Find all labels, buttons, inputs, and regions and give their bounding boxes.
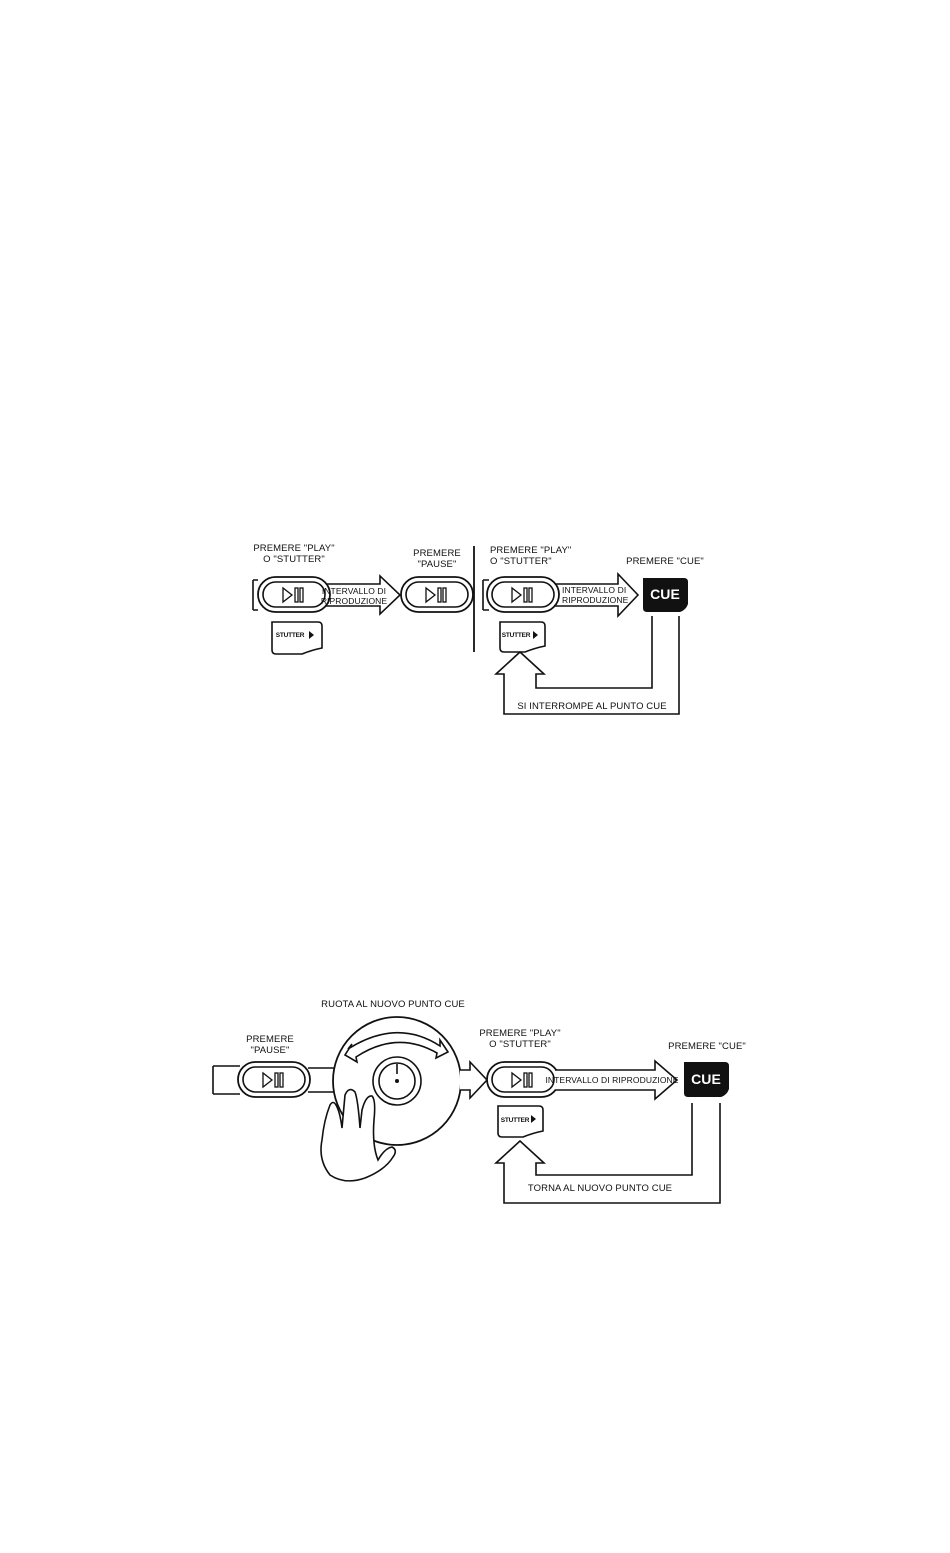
label-playback-interval-2: INTERVALLO DI RIPRODUZIONE <box>562 585 628 605</box>
label-line: INTERVALLO DI <box>321 586 387 596</box>
label-press-play-stutter: PREMERE "PLAY" O "STUTTER" <box>253 543 334 565</box>
label-press-play-stutter-2: PREMERE "PLAY" O "STUTTER" <box>490 545 571 567</box>
label-line: INTERVALLO DI <box>562 585 627 595</box>
stutter-button-1 <box>271 621 323 655</box>
label-line: RIPRODUZIONE <box>320 596 388 606</box>
label-line: O "STUTTER" <box>263 554 325 565</box>
label-line: PREMERE "PLAY" <box>479 1028 561 1039</box>
label-playback-interval: INTERVALLO DI RIPRODUZIONE <box>321 586 387 606</box>
label-line: "PAUSE" <box>417 559 457 570</box>
label-press-cue-2: PREMERE "CUE" <box>668 1041 746 1052</box>
label-line: O "STUTTER" <box>490 556 552 567</box>
play-pause-button-1-inner <box>262 581 326 608</box>
label-playback-interval-3: INTERVALLO DI RIPRODUZIONE <box>545 1075 679 1085</box>
play-pause-button-2-inner <box>405 581 469 608</box>
jog-wheel-hub <box>372 1056 422 1106</box>
stutter-button-3 <box>497 1105 544 1138</box>
label-press-pause: PREMERE "PAUSE" <box>413 548 461 570</box>
stutter-label-1: STUTTER <box>275 632 305 639</box>
cue-label-2: CUE <box>691 1071 721 1087</box>
cue-button-1 <box>643 578 688 612</box>
playback-arrow-2 <box>550 572 640 618</box>
playback-arrow-1 <box>325 574 402 616</box>
label-line: PREMERE <box>246 1034 294 1045</box>
label-line: "PAUSE" <box>250 1045 290 1056</box>
label-line: PREMERE "PLAY" <box>490 545 572 556</box>
label-line: PREMERE <box>413 548 461 559</box>
hand-icon <box>320 1088 397 1182</box>
input-band-3 <box>212 1065 240 1095</box>
stutter-button-2 <box>499 621 546 653</box>
input-band-1 <box>252 579 258 611</box>
label-returns-new-cue: TORNA AL NUOVO PUNTO CUE <box>527 1183 673 1194</box>
label-rotate-new-cue: RUOTA AL NUOVO PUNTO CUE <box>321 999 465 1010</box>
return-arrow-2 <box>493 1103 721 1204</box>
cue-label-1: CUE <box>650 586 680 602</box>
label-press-cue: PREMERE "CUE" <box>626 556 704 567</box>
cue-button-2 <box>684 1062 729 1097</box>
play-pause-button-1 <box>257 576 331 613</box>
label-stops-at-cue: SI INTERROMPE AL PUNTO CUE <box>517 701 667 712</box>
return-arrow-1 <box>493 616 680 715</box>
stutter-label-2: STUTTER <box>501 632 531 639</box>
input-band-2 <box>482 579 489 611</box>
play-pause-button-2 <box>400 576 474 613</box>
play-pause-button-3-inner <box>491 581 555 608</box>
rotate-arrow <box>343 1031 450 1064</box>
pause-button <box>237 1061 311 1098</box>
label-press-play-stutter-3: PREMERE "PLAY" O "STUTTER" <box>479 1028 560 1050</box>
play-pause-button-3 <box>486 576 560 613</box>
stutter-label-3: STUTTER <box>500 1117 530 1124</box>
playback-arrow-3 <box>555 1059 679 1101</box>
label-line: PREMERE "PLAY" <box>253 543 335 554</box>
label-press-pause-2: PREMERE "PAUSE" <box>246 1034 294 1056</box>
label-line: RIPRODUZIONE <box>562 595 629 605</box>
label-line: O "STUTTER" <box>489 1039 551 1050</box>
